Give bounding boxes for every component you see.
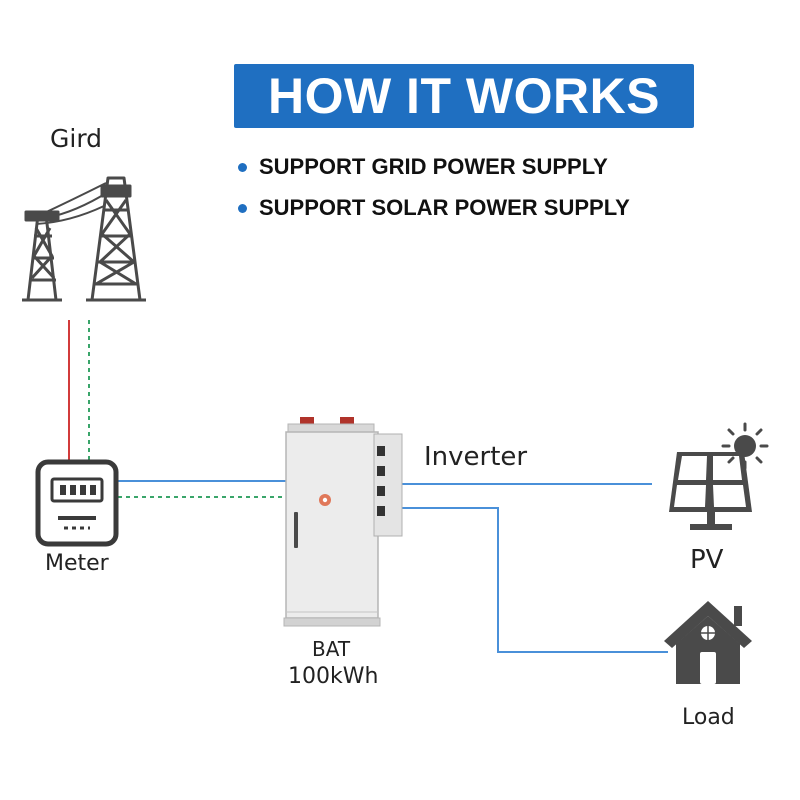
inverter-to-load-line (400, 507, 668, 653)
load-label: Load (682, 705, 735, 730)
sun-icon (721, 422, 769, 470)
meter-label: Meter (45, 551, 109, 576)
bat-name-label: BAT (312, 637, 351, 661)
inverter-icon (373, 433, 403, 537)
meter-icon (35, 459, 119, 547)
power-tower-icon (22, 176, 146, 302)
bat-capacity-label: 100kWh (288, 664, 379, 689)
inverter-label: Inverter (424, 442, 528, 472)
page-title: HOW IT WORKS (267, 68, 661, 124)
feature-text-grid: SUPPORT GRID POWER SUPPLY (259, 154, 608, 179)
grid-label: Gird (50, 124, 103, 153)
feature-bullet-solar: SUPPORT SOLAR POWER SUPPLY (238, 195, 630, 221)
feature-bullet-grid: SUPPORT GRID POWER SUPPLY (238, 154, 608, 180)
title-banner: HOW IT WORKS (234, 64, 694, 128)
pv-label: PV (690, 545, 724, 575)
bullet-icon (238, 162, 247, 172)
bullet-icon (238, 203, 247, 213)
house-icon (664, 601, 752, 684)
feature-text-solar: SUPPORT SOLAR POWER SUPPLY (259, 195, 630, 220)
battery-cabinet-icon (283, 417, 381, 627)
solar-panel-icon (669, 452, 752, 530)
